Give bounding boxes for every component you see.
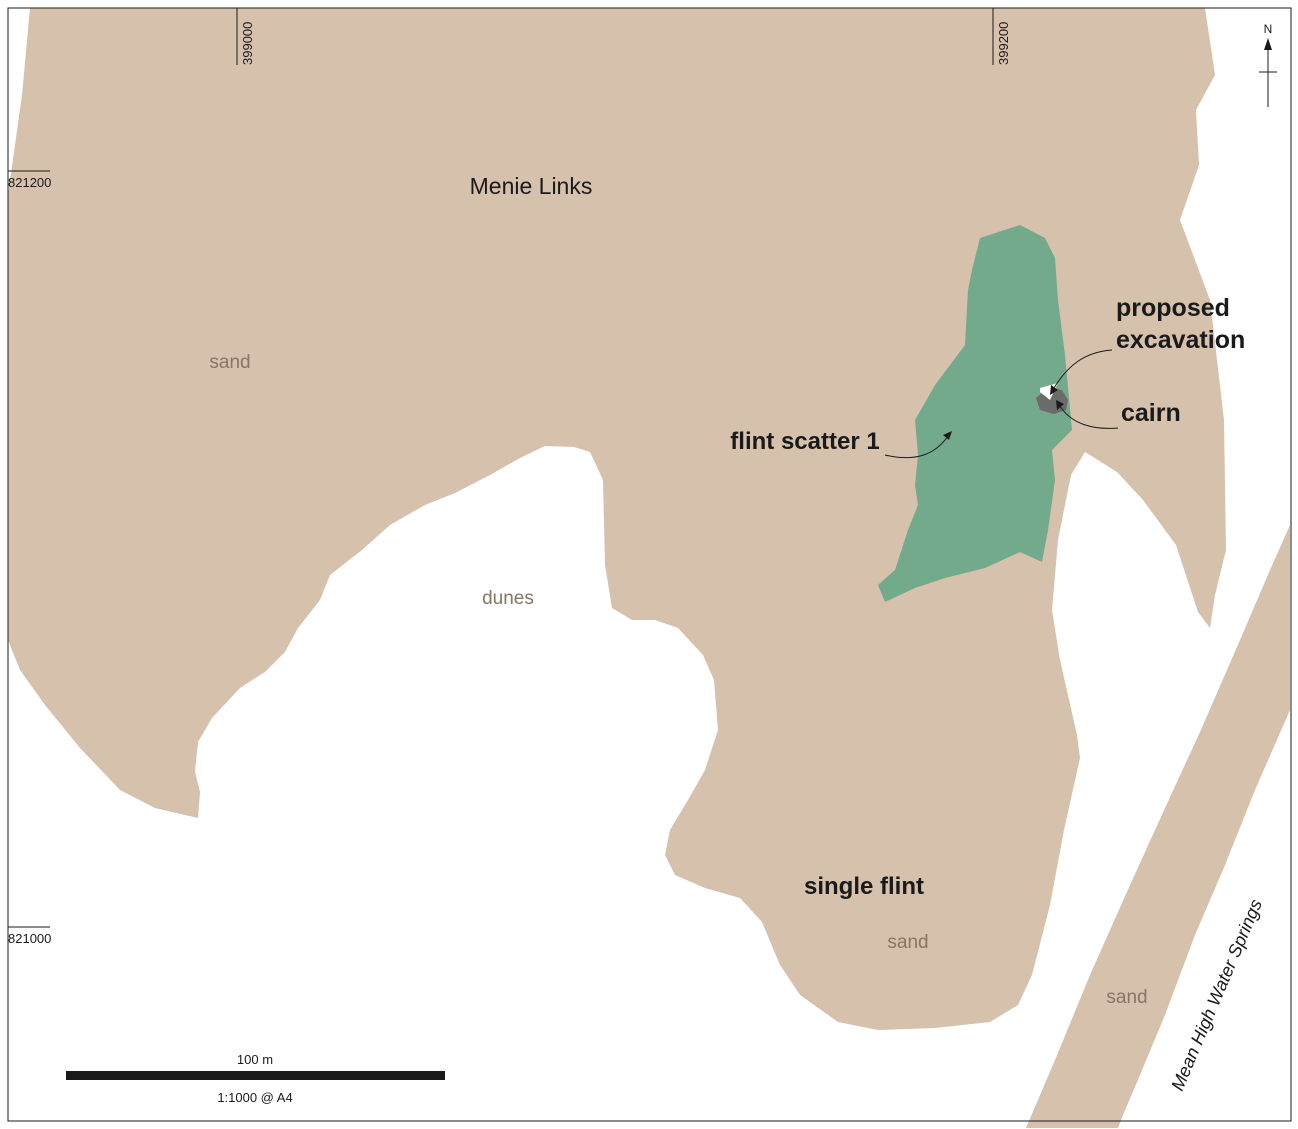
terrain-label-dunes: dunes (482, 588, 534, 609)
leader-flint-scatter (884, 435, 949, 459)
flint-scatter-area (878, 225, 1072, 602)
grid-label-easting-1: 399000 (240, 22, 255, 65)
feature-label-excavation: excavation (1116, 326, 1245, 354)
map-border (7, 7, 1292, 1122)
sand-area-beach (1026, 525, 1290, 1128)
north-arrow-icon (1264, 38, 1272, 50)
grid-label-easting-2: 399200 (996, 22, 1011, 65)
leader-cairn-arrowhead (1056, 400, 1064, 410)
leader-proposed-excavation (1053, 349, 1113, 389)
leader-proposed-arrowhead (1050, 385, 1058, 395)
scale-bar-ratio-label: 1:1000 @ A4 (217, 1090, 292, 1105)
scale-bar-line (66, 1071, 445, 1080)
leader-cairn (1059, 405, 1119, 429)
leader-flint-scatter-arrowhead (943, 431, 952, 440)
feature-label-single-flint: single flint (804, 873, 924, 900)
scale-bar: 100 m 1:1000 @ A4 (66, 1052, 445, 1105)
north-arrow-label: N (1264, 22, 1273, 36)
feature-label-cairn: cairn (1121, 399, 1181, 427)
feature-label-proposed: proposed (1116, 294, 1230, 322)
site-name-label: Menie Links (470, 173, 593, 199)
sand-area-main (8, 8, 1226, 1030)
grid-label-northing-2: 821000 (8, 931, 51, 946)
terrain-label-sand-beach: sand (1106, 987, 1147, 1008)
terrain-label-sand-west: sand (209, 352, 250, 373)
terrain-label-sand-south: sand (887, 932, 928, 953)
grid-label-northing-1: 821200 (8, 175, 51, 190)
feature-label-flint-scatter: flint scatter 1 (730, 428, 879, 455)
scale-bar-length-label: 100 m (237, 1052, 273, 1067)
north-arrow: N (1259, 22, 1277, 107)
